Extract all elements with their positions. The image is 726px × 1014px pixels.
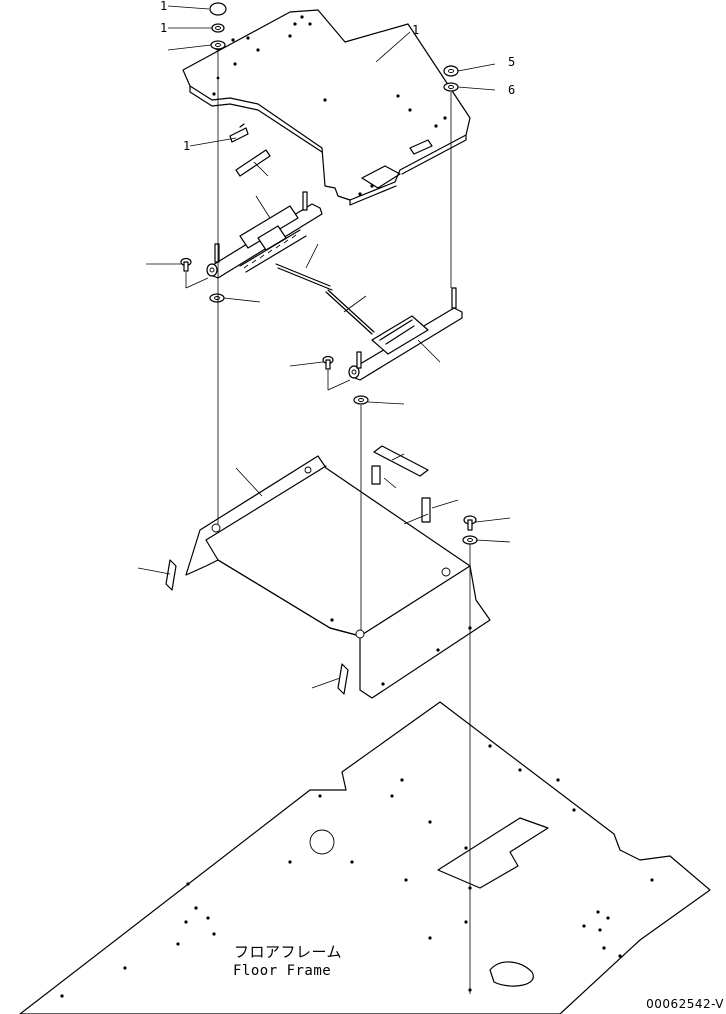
left-slide-rail xyxy=(206,191,323,279)
right-slide-rail xyxy=(348,287,463,381)
callout-1a: 1 xyxy=(412,23,419,37)
floor-frame xyxy=(19,701,711,1014)
bracket-small xyxy=(229,123,249,143)
floor-frame-label-en: Floor Frame xyxy=(233,963,332,979)
nut-right xyxy=(443,65,459,92)
floor-frame-label-jp: フロアフレーム xyxy=(234,943,343,961)
seat-mount-bracket xyxy=(185,455,491,699)
slot-bar xyxy=(235,149,271,177)
drawing-number: 00062542-V xyxy=(646,997,724,1011)
callout-1c: 1 xyxy=(160,0,167,13)
assembly-center-lines xyxy=(185,50,471,994)
leader-lines xyxy=(137,5,511,689)
callout-1d: 1 xyxy=(160,21,167,35)
callout-6: 6 xyxy=(508,83,515,97)
clips xyxy=(165,559,349,695)
bolts-rail xyxy=(180,257,369,405)
spacers xyxy=(371,445,431,523)
connecting-rod xyxy=(275,263,375,335)
top-cap xyxy=(209,2,227,50)
callout-5: 5 xyxy=(508,55,515,69)
top-seat-plate xyxy=(182,9,471,206)
callout-1b: 1 xyxy=(183,139,190,153)
bolt-right xyxy=(462,515,478,545)
